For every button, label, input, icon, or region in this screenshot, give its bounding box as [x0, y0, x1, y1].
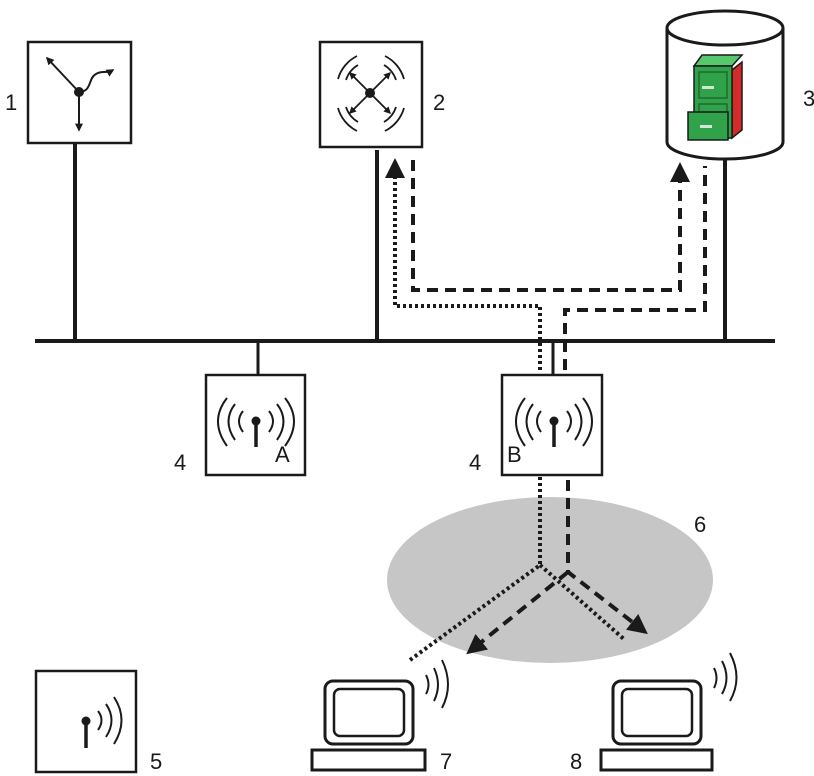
dotted-flow-branch — [538, 563, 627, 642]
label-router: 1 — [5, 90, 17, 115]
switch-icon — [318, 40, 424, 149]
router-icon — [26, 40, 133, 145]
label-ap-b-number: 4 — [469, 450, 481, 475]
dashed-flow-path-up — [411, 160, 690, 292]
label-ap-b-letter: B — [507, 442, 522, 467]
file-cabinet-icon — [687, 54, 744, 141]
label-ap-a-number: 4 — [174, 450, 186, 475]
dotted-flow-path — [385, 158, 542, 370]
access-point-b — [500, 373, 604, 477]
dashed-flow-path-b — [563, 166, 707, 370]
laptop-client-8 — [599, 652, 738, 772]
label-wlan-cell: 6 — [694, 512, 706, 537]
dashed-flow-branch — [466, 570, 570, 655]
standalone-access-point — [34, 669, 138, 774]
label-client-8: 8 — [570, 749, 582, 774]
laptop-client-7 — [310, 659, 449, 772]
label-switch: 2 — [433, 90, 445, 115]
wireless-access-point-icon — [217, 397, 295, 447]
label-ap-a-letter: A — [275, 442, 290, 467]
label-client-7: 7 — [440, 749, 452, 774]
wireless-access-point-icon — [515, 397, 593, 447]
label-standalone-ap: 5 — [150, 749, 162, 774]
access-point-a — [204, 373, 307, 477]
label-server: 3 — [803, 86, 814, 111]
wlan-cell — [387, 497, 713, 663]
